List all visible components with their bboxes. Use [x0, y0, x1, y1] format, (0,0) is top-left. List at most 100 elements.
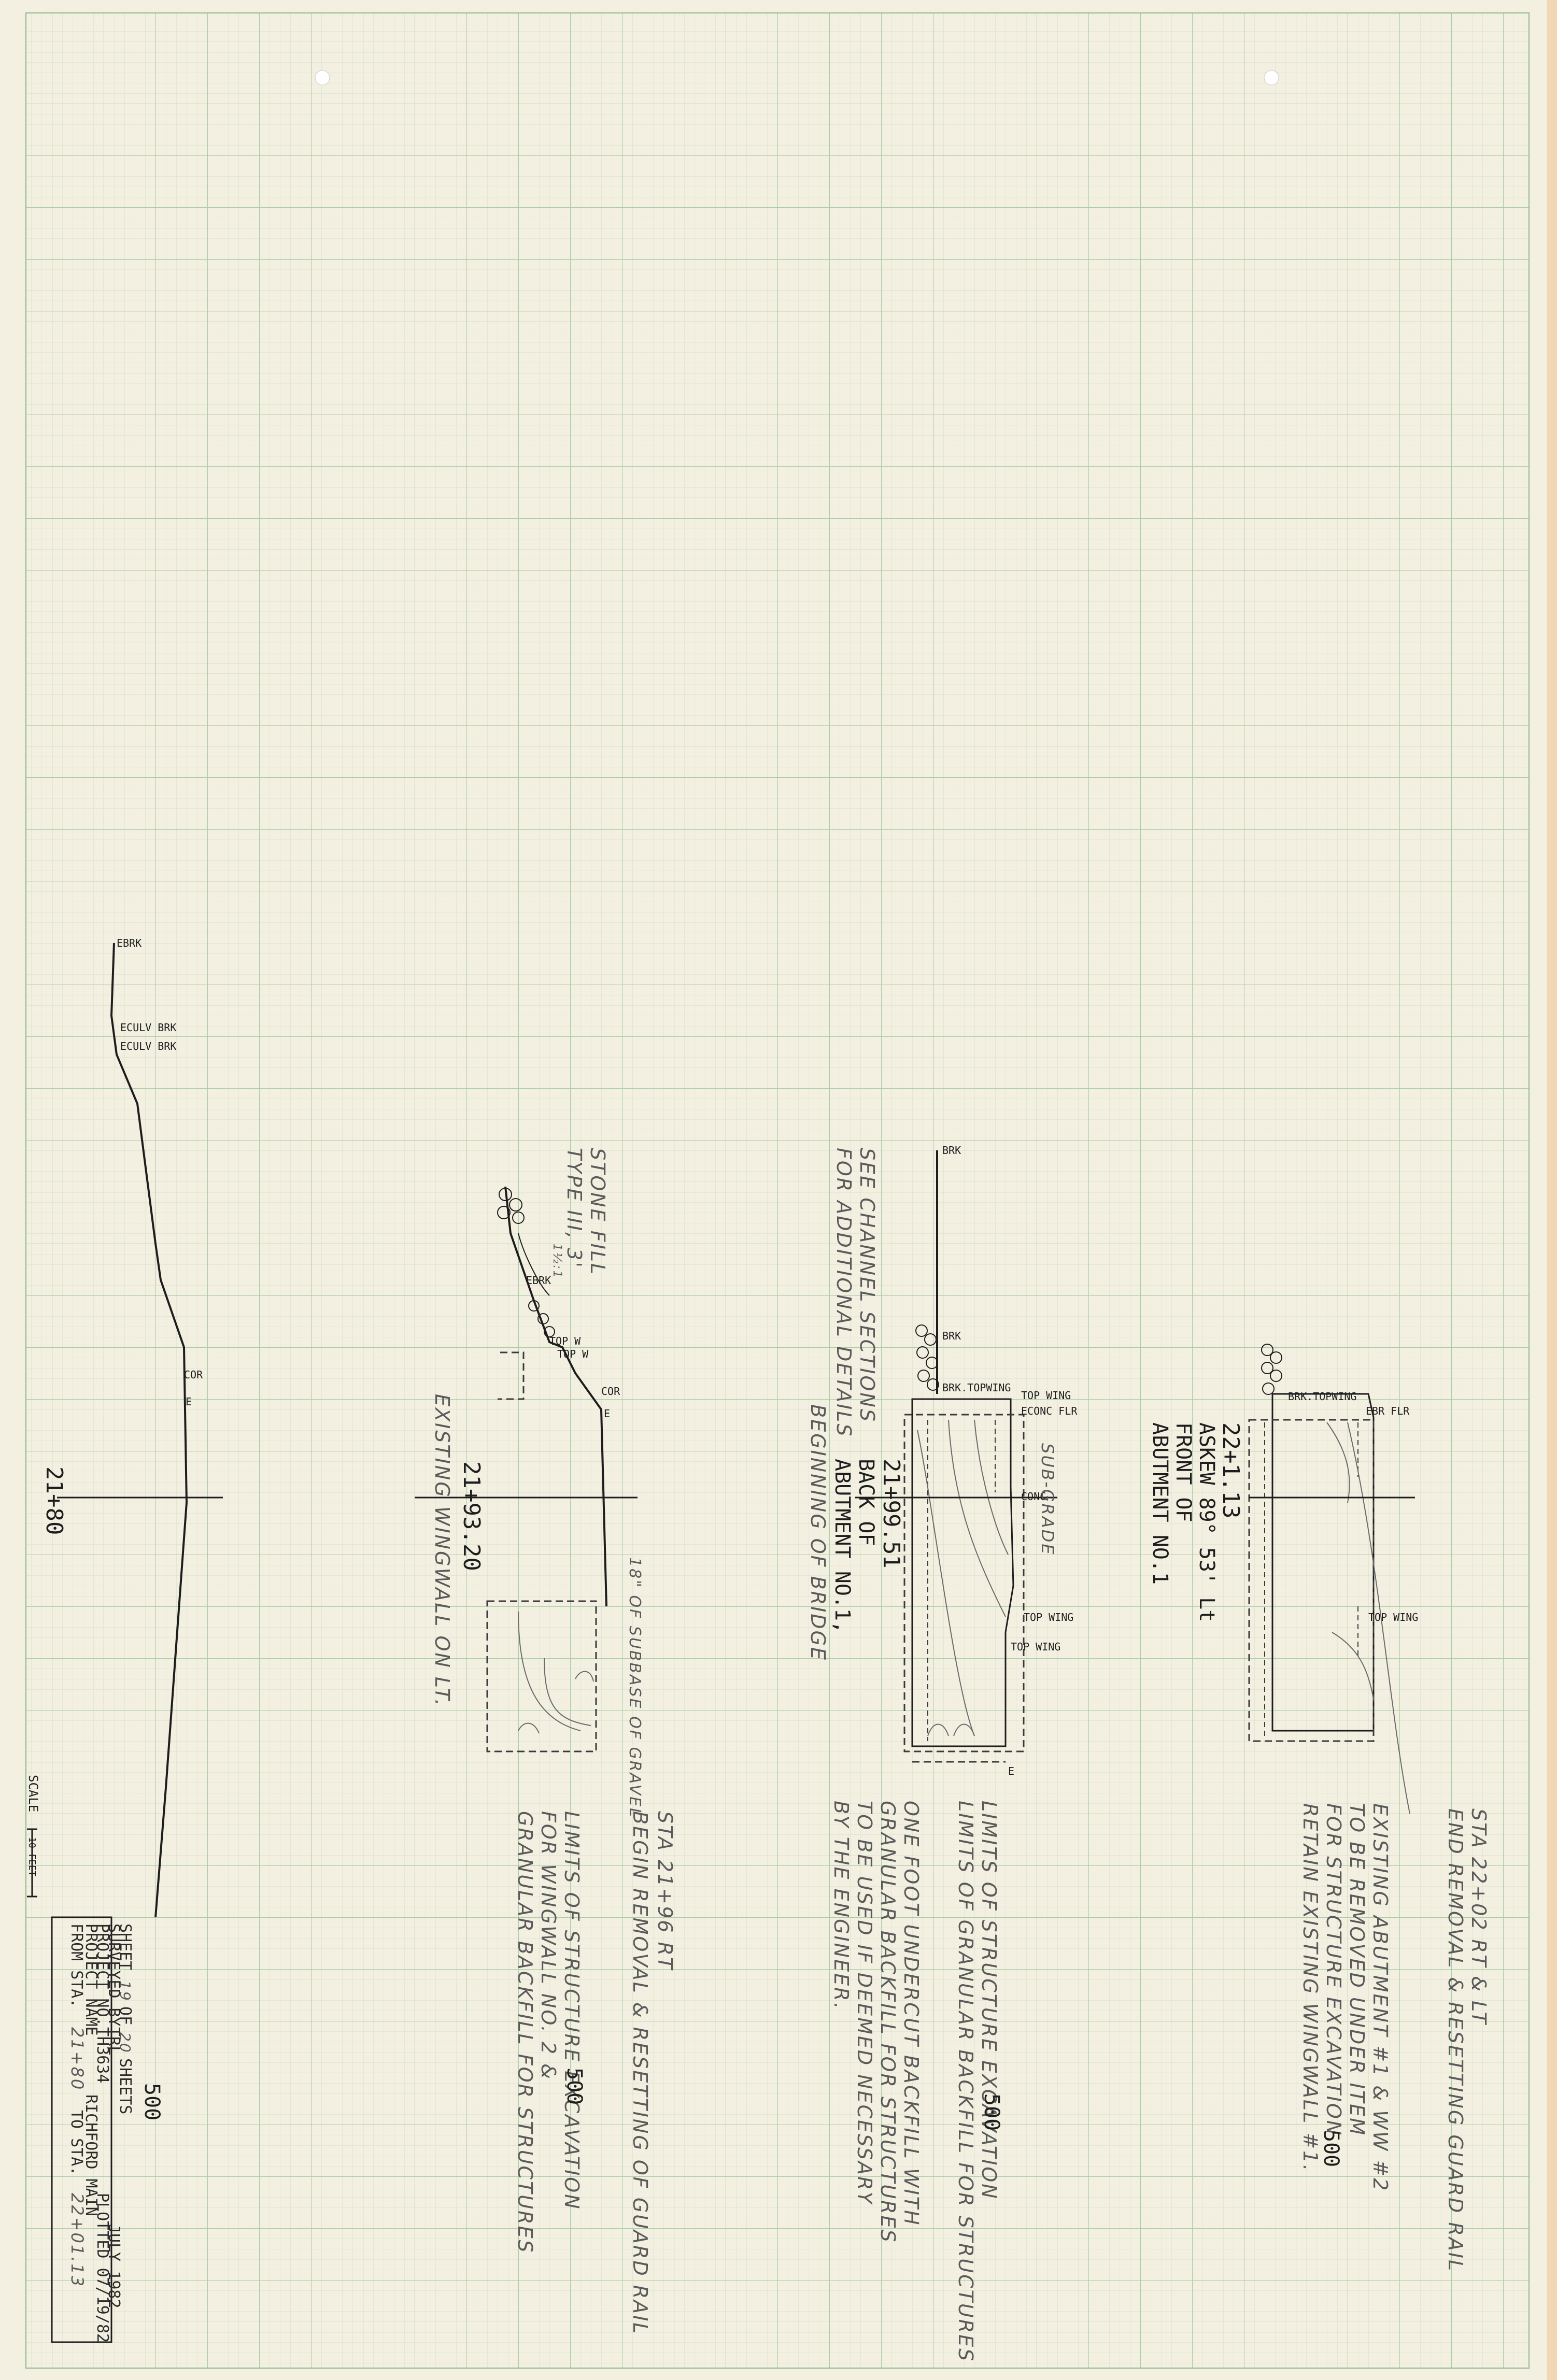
slope-line: [518, 1233, 550, 1296]
title-row-project: PROJECT NAME RICHFORD MAIN: [82, 1923, 100, 2216]
svg-text:SHEETS: SHEETS: [116, 2058, 134, 2114]
note-existing-4: RETAIN EXISTING WINGWALL #1.: [1299, 1803, 1322, 2172]
note-end-removal: END REMOVAL & RESETTING GUARD RAIL: [1444, 1808, 1467, 2272]
graph-grid: [25, 12, 1530, 2369]
section-21-93-20: EBRK TOP W TOP W COR E STONE FILL TYPE I…: [415, 1148, 676, 2335]
station-21-93-20: 21+93.20: [458, 1461, 485, 1571]
station-21-99-51: 21+99.51: [878, 1459, 904, 1569]
note-stone-fill-type: TYPE III, 3': [563, 1148, 586, 1269]
label-top-wing-2: TOP WING: [1024, 1611, 1073, 1623]
title-row-surveyed: SURVEYED BY TRL JULY 1982: [105, 1923, 123, 2308]
svg-text:21+80: 21+80: [67, 2027, 87, 2091]
punch-hole-right: [1264, 70, 1279, 85]
title-row-stations: FROM STA. 21+80 TO STA. 22+01.13: [67, 1923, 87, 2288]
svg-text:RICHFORD MAIN: RICHFORD MAIN: [82, 2094, 100, 2216]
ground-profile-line: [504, 1186, 607, 1607]
label-brk-topwing: BRK.TOPWING: [942, 1381, 1011, 1394]
structure-excavation-limits: [1248, 1419, 1375, 1742]
svg-text:FROM STA.: FROM STA.: [67, 1923, 86, 2008]
svg-text:TRL: TRL: [105, 2027, 123, 2055]
svg-text:19: 19: [117, 1980, 134, 2002]
note-undercut-3: TO BE USED IF DEEMED NECESSARY: [853, 1801, 876, 2205]
label-brk-2: BRK: [942, 1330, 961, 1342]
label-top-wing-1: TOP WING: [1021, 1389, 1071, 1402]
note-see-channel-2: FOR ADDITIONAL DETAILS: [832, 1148, 855, 1437]
backfill-limits: [1264, 1422, 1358, 1736]
structure-excavation-limits: [903, 1414, 1025, 1752]
ground-profile-line: [110, 943, 188, 1918]
note-existing-2: TO BE REMOVED UNDER ITEM: [1346, 1803, 1368, 2136]
label-top-w-2: TOP W: [557, 1348, 589, 1360]
label-conc: CONC: [1021, 1490, 1046, 1503]
note-back-of: BACK OF: [854, 1459, 878, 1546]
stone-fill-stones: [915, 1324, 939, 1391]
label-eculv-brk-2: ECULV BRK: [120, 1040, 176, 1052]
sheet-edge: [1547, 0, 1557, 2380]
note-undercut-1: ONE FOOT UNDERCUT BACKFILL WITH: [900, 1801, 923, 2227]
note-existing-3: FOR STRUCTURE EXCAVATION.: [1322, 1803, 1345, 2144]
existing-wingwall-outline: [498, 1351, 525, 1400]
station-22-01-13: 22+1.13: [1218, 1422, 1244, 1518]
note-askew: ASKEW 89° 53' Lt: [1195, 1422, 1219, 1622]
title-row-project-no: PROJECT NO. TH3634 PLOTTED 07/19/82: [93, 1923, 111, 2343]
backfill-curves: [917, 1419, 1009, 1736]
svg-text:PROJECT NAME: PROJECT NAME: [82, 1923, 100, 2036]
undercut-loops: [927, 1723, 975, 1736]
note-beginning-of-bridge: BEGINNING OF BRIDGE: [806, 1404, 829, 1661]
label-ebr-flr: EBR FLR: [1366, 1405, 1410, 1417]
elevation-500: 500: [140, 2083, 164, 2120]
scale-bar: SCALE 10 FEET: [26, 1775, 40, 1898]
label-ebrk: EBRK: [526, 1274, 551, 1287]
note-abutment: ABUTMENT NO.1: [1148, 1422, 1172, 1585]
svg-text:OF: OF: [116, 2006, 134, 2025]
section-21-99-51: BRK BRK BRK.TOPWING TOP WING ECONC FLR C…: [806, 1144, 1078, 2362]
note-undercut-4: BY THE ENGINEER.: [830, 1801, 853, 2011]
svg-text:PROJECT NO.: PROJECT NO.: [93, 1923, 111, 2027]
label-brk-1: BRK: [942, 1144, 961, 1157]
label-e: E: [1008, 1765, 1014, 1777]
note-front-of: FRONT OF: [1171, 1422, 1195, 1522]
note-slope: 1½:1: [550, 1244, 563, 1279]
note-existing-wingwall: EXISTING WINGWALL ON LT.: [431, 1394, 454, 1707]
svg-text:SHEET: SHEET: [116, 1923, 134, 1970]
label-top-wing-3: TOP WING: [1011, 1641, 1060, 1653]
label-eculv-brk-1: ECULV BRK: [120, 1021, 176, 1034]
svg-text:SURVEYED BY: SURVEYED BY: [105, 1923, 123, 2027]
station-21-80: 21+80: [41, 1466, 67, 1535]
note-stone-fill: STONE FILL: [586, 1148, 609, 1276]
label-brk-topwing: BRK.TOPWING: [1288, 1390, 1356, 1403]
undercut-loops: [518, 1671, 594, 1734]
punch-hole-left: [315, 70, 330, 85]
label-ebrk: EBRK: [117, 937, 141, 949]
excavation-arc-lines: [518, 1611, 591, 1731]
note-end-station: STA 22+02 RT & LT: [1467, 1808, 1490, 2026]
svg-text:TO STA.: TO STA.: [67, 2110, 86, 2175]
note-guard-begin: BEGIN REMOVAL & RESETTING OF GUARD RAIL: [629, 1811, 652, 2335]
removal-curves: [1326, 1422, 1410, 1814]
title-row-sheet: SHEET 19 OF 20 SHEETS: [116, 1923, 134, 2114]
label-e: E: [186, 1395, 192, 1408]
title-block-frame: [51, 1916, 112, 2343]
note-undercut-2: GRANULAR BACKFILL FOR STRUCTURES: [876, 1801, 899, 2244]
elevation-500: 500: [1319, 2130, 1343, 2167]
note-guard-station: STA 21+96 RT: [654, 1811, 676, 1971]
section-21-80: EBRK ECULV BRK ECULV BRK COR E 21+80 500: [41, 937, 223, 2120]
label-cor: COR: [601, 1385, 620, 1398]
stone-fill-stones: [497, 1188, 555, 1337]
svg-text:TH3634: TH3634: [93, 2027, 111, 2083]
svg-text:JULY 1982: JULY 1982: [105, 2224, 123, 2308]
note-existing-1: EXISTING ABUTMENT #1 & WW #2: [1369, 1803, 1392, 2192]
svg-text:22+01.13: 22+01.13: [67, 2193, 87, 2288]
note-limits-3: GRANULAR BACKFILL FOR STRUCTURES: [514, 1811, 536, 2254]
abutment-outline: [911, 1398, 1014, 1747]
scale-label: SCALE: [26, 1775, 40, 1812]
label-top-wing: TOP WING: [1368, 1611, 1418, 1623]
label-e: E: [604, 1407, 610, 1420]
elevation-500: 500: [980, 2093, 1003, 2131]
note-subgrade: SUB-GRADE: [1038, 1443, 1057, 1556]
wingwall-excavation-limits: [486, 1600, 597, 1752]
label-econc-flr: ECONC FLR: [1021, 1405, 1078, 1417]
scale-value: 10 FEET: [26, 1837, 37, 1876]
